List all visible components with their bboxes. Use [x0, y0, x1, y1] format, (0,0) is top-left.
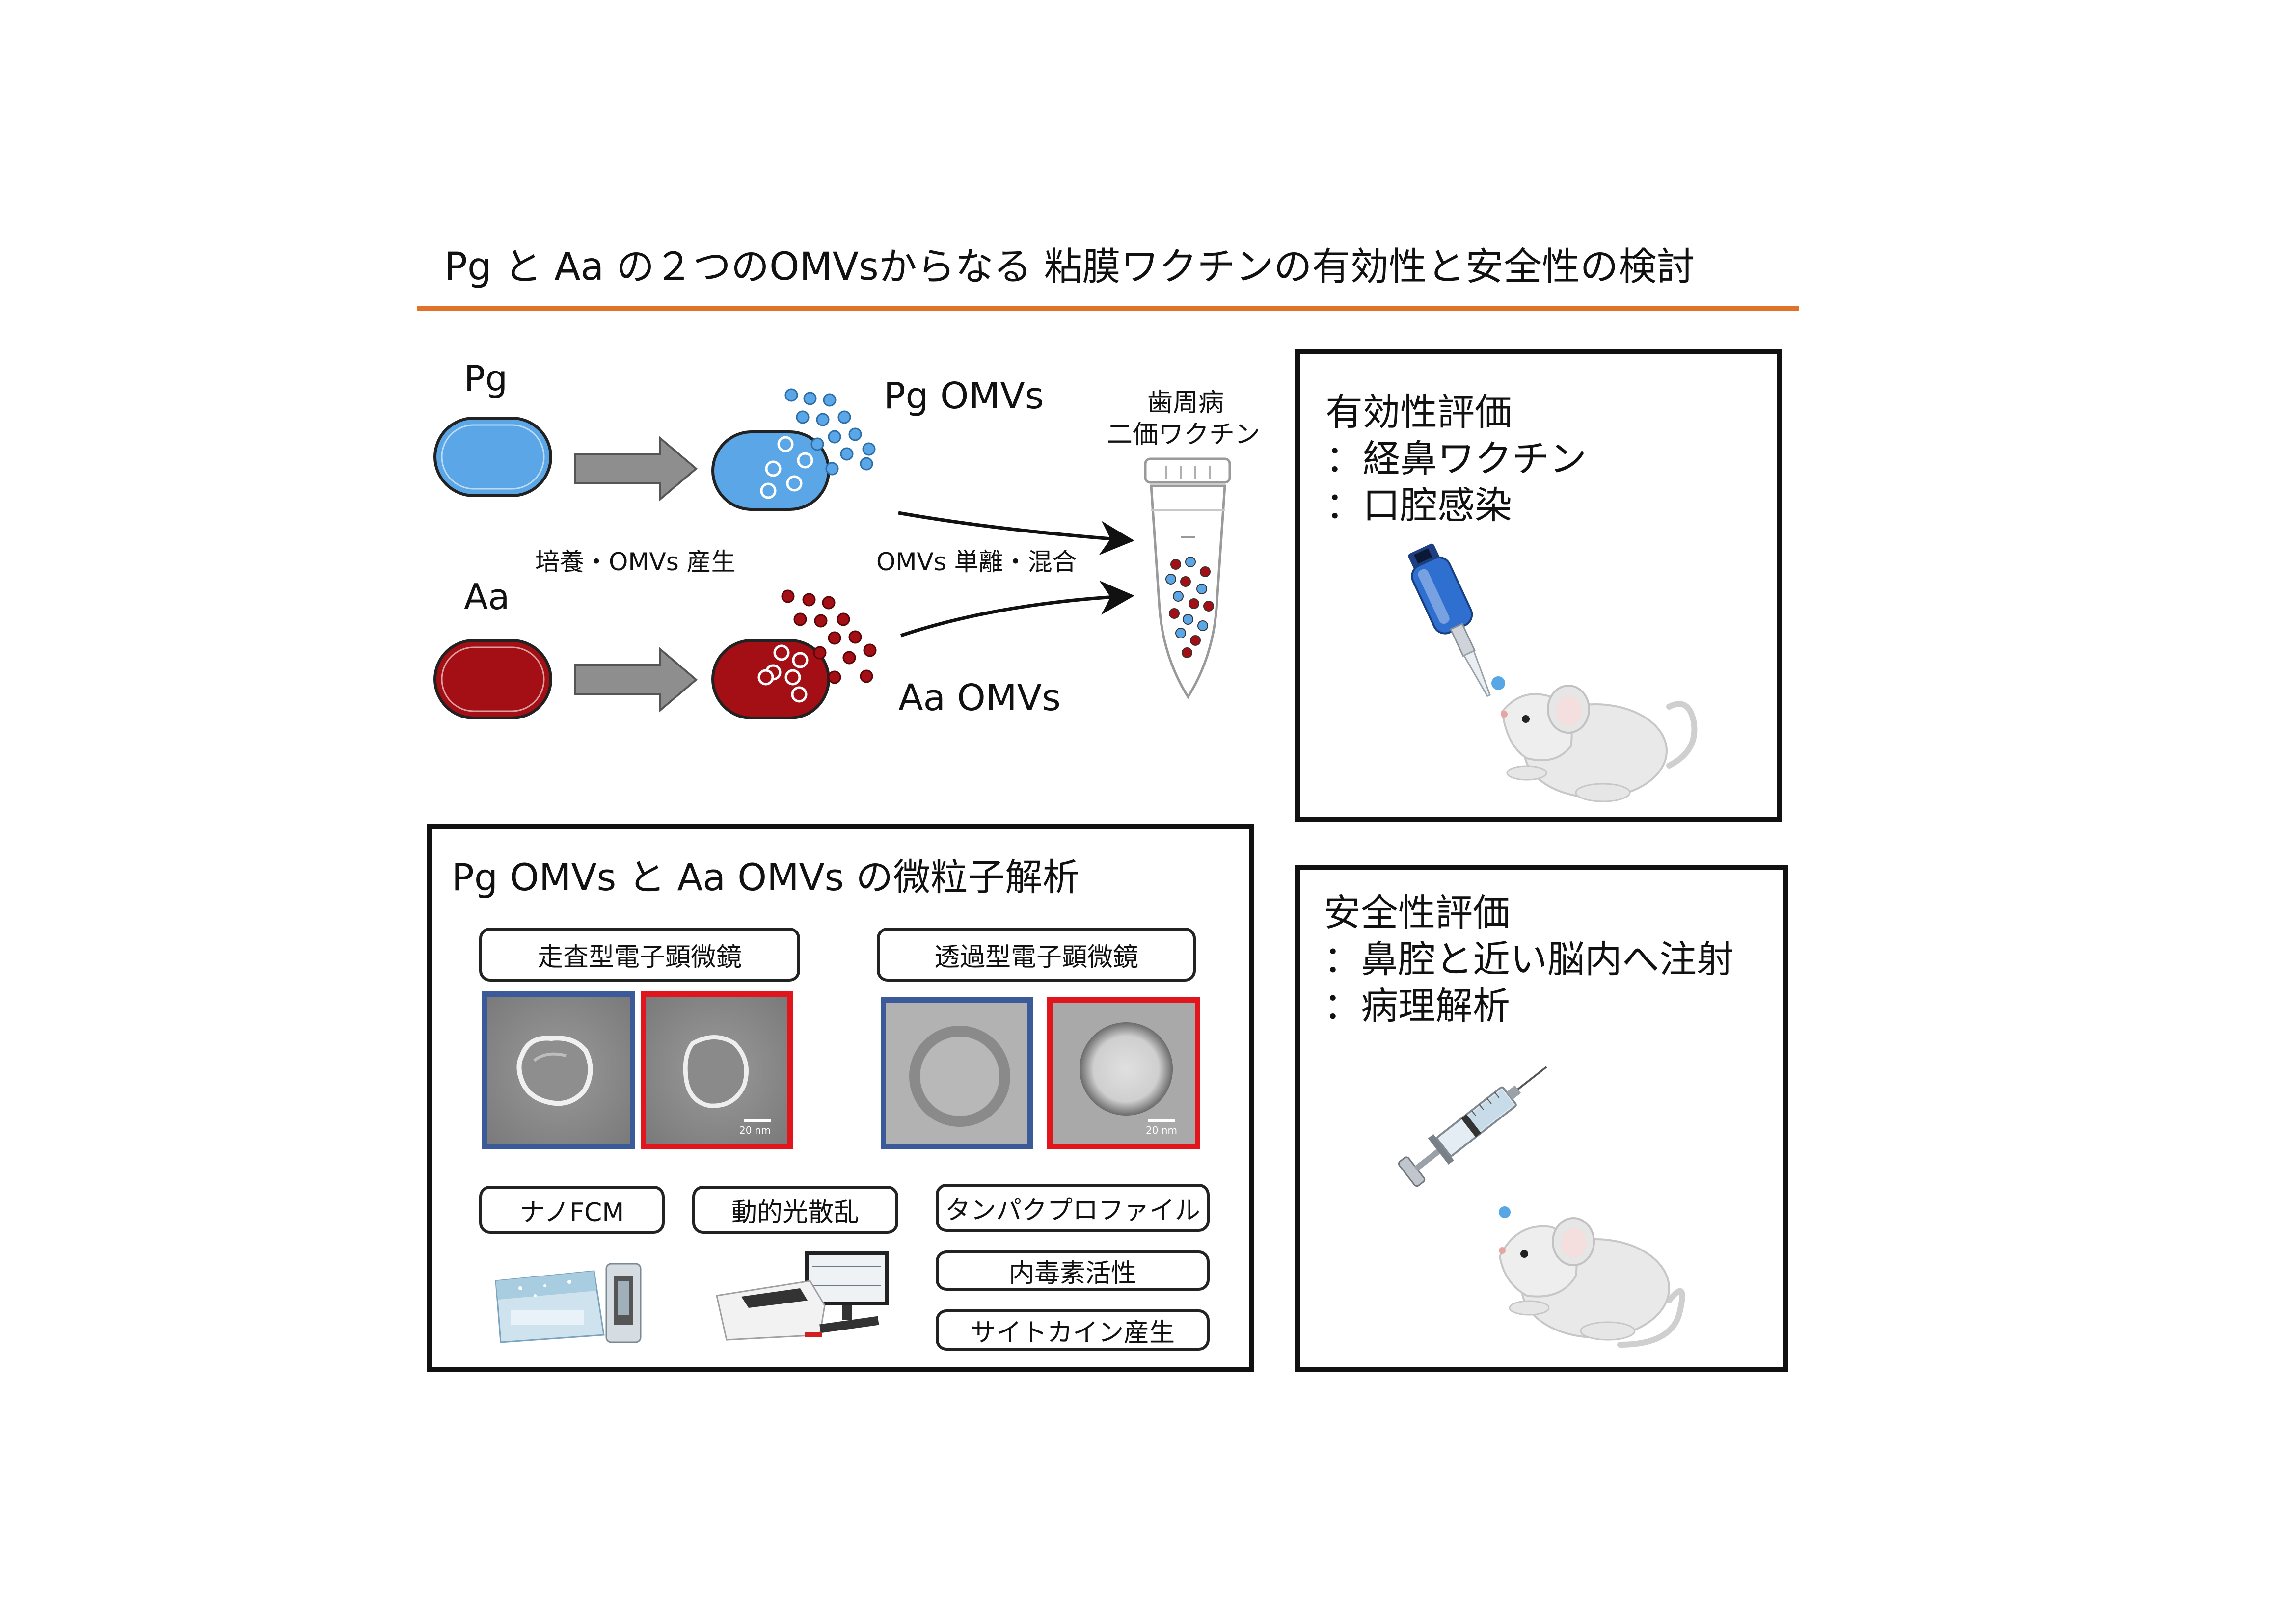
- tem-scale-bar-label: 20 nm: [1146, 1124, 1177, 1136]
- pg-to-tube-arrow-icon: [898, 511, 1134, 556]
- isolation-label: OMVs 単離・混合: [876, 548, 1077, 576]
- safety-heading: 安全性評価: [1324, 891, 1510, 934]
- safety-item-2: ：病理解析: [1324, 984, 1510, 1028]
- mouse-icon: [1501, 685, 1698, 802]
- pg-omvs-label: Pg OMVs: [884, 375, 1044, 417]
- tem-pg-image: [881, 997, 1033, 1149]
- culture-arrow-icon: [574, 436, 698, 502]
- protein-profile-label: タンパクプロファイル: [936, 1184, 1210, 1232]
- mouse-icon-2: [1498, 1217, 1685, 1348]
- aa-to-tube-arrow-icon: [900, 580, 1134, 638]
- vaccine-label-line2: 二価ワクチン: [1107, 420, 1261, 450]
- aa-omv-bacterium-icon: [711, 589, 877, 719]
- analysis-panel: Pg OMVs と Aa OMVs の微粒子解析 走査型電子顕微鏡 透過型電子顕…: [427, 824, 1254, 1372]
- sem-aa-image: 20 nm: [641, 991, 793, 1149]
- tem-label: 透過型電子顕微鏡: [877, 928, 1196, 982]
- vaccine-tube-icon: [1144, 457, 1231, 699]
- endotoxin-label: 内毒素活性: [936, 1250, 1210, 1291]
- page-title: Pg と Aa の２つのOMVsからなる 粘膜ワクチンの有効性と安全性の検討: [444, 245, 1695, 289]
- efficacy-heading: 有効性評価: [1325, 390, 1512, 434]
- safety-panel: 安全性評価 ：鼻腔と近い脳内へ注射 ：病理解析: [1295, 865, 1788, 1372]
- culture-arrow-icon-2: [574, 647, 698, 713]
- nanofcm-label: ナノFCM: [479, 1186, 665, 1234]
- cytokine-label: サイトカイン産生: [936, 1309, 1210, 1351]
- dls-label: 動的光散乱: [692, 1186, 898, 1234]
- efficacy-panel: 有効性評価 ：経鼻ワクチン ：口腔感染: [1295, 349, 1782, 822]
- efficacy-item-2: ：口腔感染: [1325, 483, 1512, 527]
- analysis-heading: Pg OMVs と Aa OMVs の微粒子解析: [452, 855, 1080, 899]
- aa-label: Aa: [464, 576, 510, 617]
- vaccine-label-line1: 歯周病: [1147, 388, 1224, 418]
- sem-pg-image: [482, 991, 635, 1149]
- pg-label: Pg: [464, 358, 508, 399]
- title-underline: [417, 306, 1799, 311]
- pg-bacterium-icon: [433, 417, 552, 497]
- sem-label: 走査型電子顕微鏡: [479, 928, 800, 982]
- tem-aa-image: 20 nm: [1047, 997, 1200, 1149]
- dls-instrument-icon: [716, 1251, 889, 1341]
- aa-omvs-label: Aa OMVs: [898, 677, 1061, 719]
- aa-bacterium-icon: [433, 639, 552, 719]
- safety-item-1: ：鼻腔と近い脳内へ注射: [1324, 937, 1734, 981]
- nanofcm-instrument-icon: [495, 1263, 642, 1343]
- pipette-icon: [1408, 543, 1505, 697]
- efficacy-item-1: ：経鼻ワクチン: [1325, 437, 1587, 480]
- culture-label: 培養・OMVs 産生: [535, 548, 736, 576]
- syringe-icon: [1398, 1066, 1547, 1218]
- sem-scale-bar-label: 20 nm: [739, 1124, 771, 1136]
- pg-omv-bacterium-icon: [711, 388, 876, 511]
